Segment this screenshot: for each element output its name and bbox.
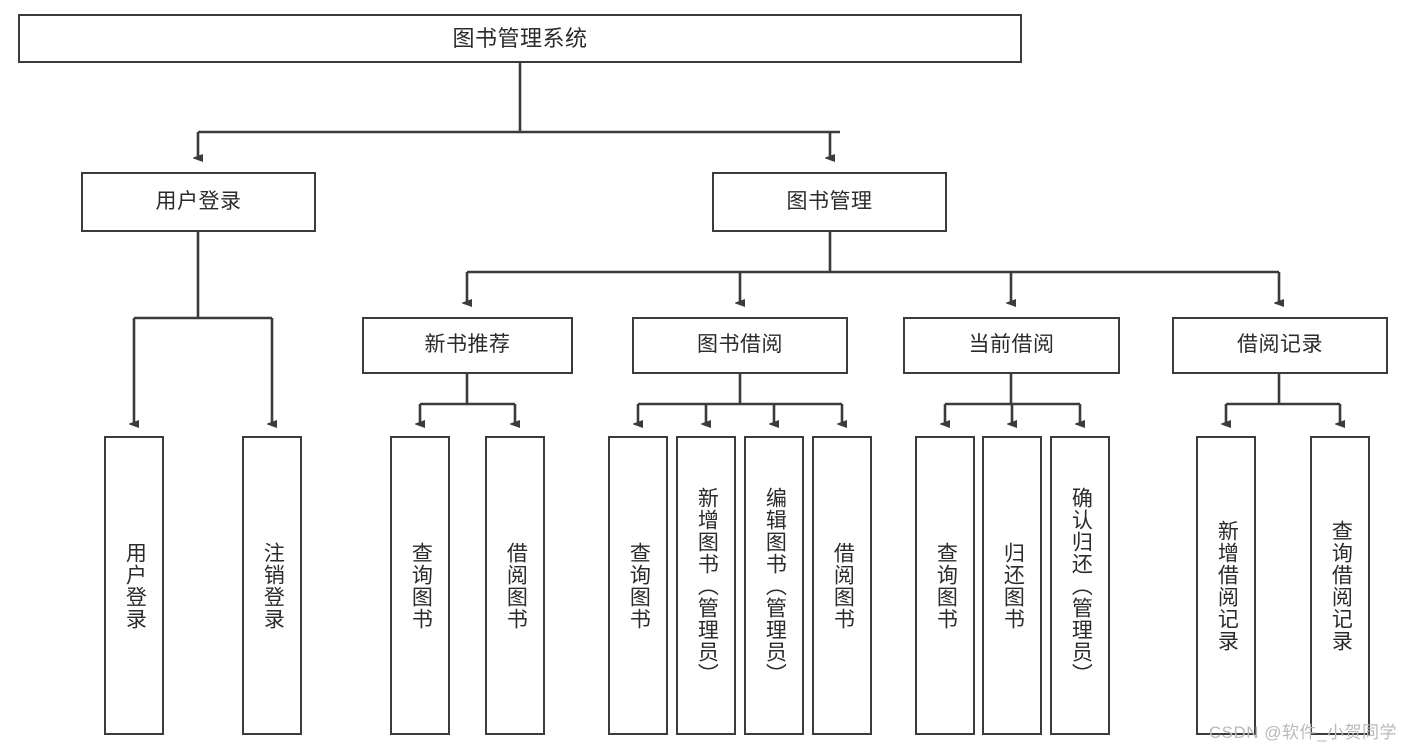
node-label: 图书管理系统 [452, 25, 588, 51]
leaf-recommend-borrow-book[interactable]: 借阅图书 [485, 436, 545, 735]
node-new-book-recommend[interactable]: 新书推荐 [362, 317, 573, 374]
node-label: 用户登录 [123, 541, 147, 630]
leaf-user-login-signout[interactable]: 注销登录 [242, 436, 302, 735]
node-label: 当前借阅 [968, 333, 1055, 357]
leaf-borrow-query-book[interactable]: 查询图书 [608, 436, 668, 735]
node-label: 查询图书 [627, 541, 651, 630]
leaf-records-add-record[interactable]: 新增借阅记录 [1196, 436, 1256, 735]
node-label: 注销登录 [261, 541, 285, 630]
node-borrow-records[interactable]: 借阅记录 [1172, 317, 1388, 374]
node-label: 借阅图书 [831, 541, 855, 630]
leaf-current-confirm-return-admin[interactable]: 确认归还（管理员） [1050, 436, 1110, 735]
node-label: 图书管理 [786, 189, 873, 213]
node-current-borrow[interactable]: 当前借阅 [903, 317, 1120, 374]
node-label: 图书借阅 [697, 333, 783, 357]
leaf-recommend-query-book[interactable]: 查询图书 [390, 436, 450, 735]
node-label: 查询图书 [934, 541, 958, 630]
leaf-borrow-borrow-book[interactable]: 借阅图书 [812, 436, 872, 735]
node-label: 用户登录 [155, 189, 242, 213]
leaf-borrow-edit-book-admin[interactable]: 编辑图书（管理员） [744, 436, 804, 735]
node-label: 借阅记录 [1237, 333, 1323, 357]
node-label: 借阅图书 [504, 541, 528, 630]
node-book-borrow[interactable]: 图书借阅 [632, 317, 848, 374]
node-label: 编辑图书（管理员） [763, 486, 787, 685]
node-root-system[interactable]: 图书管理系统 [18, 14, 1022, 63]
leaf-borrow-add-book-admin[interactable]: 新增图书（管理员） [676, 436, 736, 735]
node-book-management[interactable]: 图书管理 [712, 172, 947, 232]
node-label: 查询图书 [409, 541, 433, 630]
node-label: 新书推荐 [424, 333, 511, 357]
watermark-text: CSDN @软件_小贺同学 [1208, 723, 1397, 742]
node-label: 新增借阅记录 [1215, 519, 1239, 652]
node-label: 归还图书 [1001, 541, 1025, 630]
node-user-login[interactable]: 用户登录 [81, 172, 316, 232]
leaf-current-query-book[interactable]: 查询图书 [915, 436, 975, 735]
leaf-current-return-book[interactable]: 归还图书 [982, 436, 1042, 735]
leaf-records-query-record[interactable]: 查询借阅记录 [1310, 436, 1370, 735]
node-label: 查询借阅记录 [1329, 519, 1353, 652]
node-label: 新增图书（管理员） [695, 486, 719, 685]
node-label: 确认归还（管理员） [1069, 486, 1093, 685]
leaf-user-login-signin[interactable]: 用户登录 [104, 436, 164, 735]
